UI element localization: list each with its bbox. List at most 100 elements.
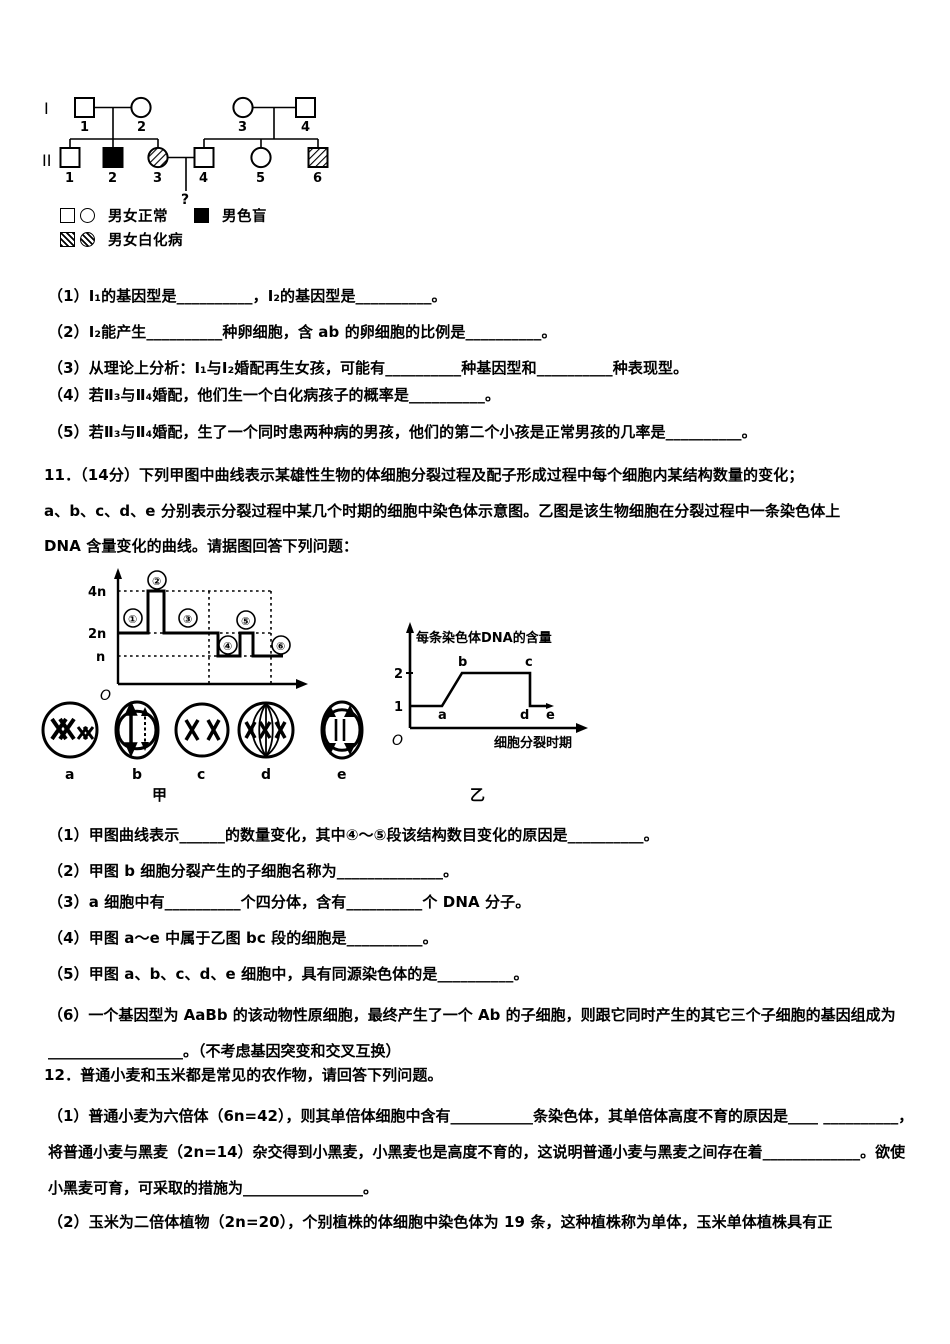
chart-yi-xlabel: 细胞分裂时期 [494, 735, 572, 750]
pedigree-svg: I II 1 2 1 2 3 [42, 96, 329, 208]
chart-jia-ytick-n: n [96, 650, 105, 665]
pedigree-label-I-2: 2 [137, 120, 146, 135]
pedigree-legend: 男女正常 男色盲 男女白化病 [60, 203, 390, 251]
generation-label-I: I [44, 99, 49, 118]
x-axis-arrow [576, 723, 588, 733]
q10-item-3: （3）从理论上分析：Ⅰ₁与Ⅰ₂婚配再生女孩，可能有__________种基因型和… [48, 359, 689, 377]
q10-item-1: （1）Ⅰ₁的基因型是__________，Ⅰ₂的基因型是__________。 [48, 287, 447, 305]
pedigree-node-II-6 [307, 147, 329, 168]
chart-jia: O n 2n 4n ① ② ③ [78, 566, 378, 706]
segment-marker-5-label: ⑤ [241, 615, 250, 628]
pedigree-node-I-1 [74, 97, 95, 118]
cell-label-b: b [132, 767, 142, 783]
pedigree-label-II-2: 2 [108, 171, 117, 186]
generation-label-II: II [42, 151, 51, 170]
pedigree-node-II-5 [250, 146, 272, 169]
cell-c: c [174, 702, 230, 783]
pedigree-offspring-question-mark: ? [181, 192, 189, 208]
chart-yi-point-b: b [458, 655, 467, 670]
pedigree-label-II-5: 5 [256, 171, 265, 186]
pedigree-node-I-3 [232, 96, 254, 119]
chart-yi-ylabel: 每条染色体DNA的含量 [416, 630, 552, 646]
q10-item-2: （2）Ⅰ₂能产生__________种卵细胞，含 ab 的卵细胞的比例是____… [48, 323, 557, 341]
segment-marker-6-label: ⑥ [276, 640, 285, 653]
cell-label-c: c [197, 767, 205, 783]
circle-open-icon [80, 207, 95, 223]
legend-label-colorblind: 男色盲 [222, 208, 267, 225]
q12-stem: 12．普通小麦和玉米都是常见的农作物，请回答下列问题。 [44, 1066, 443, 1084]
chart-yi-point-c: c [525, 655, 533, 670]
pedigree-node-I-4 [295, 97, 316, 118]
q11-item-6: （6）一个基因型为 AaBb 的该动物性原细胞，最终产生了一个 Ab 的子细胞，… [48, 1006, 896, 1060]
square-hatched-icon [60, 231, 75, 247]
segment-marker-4-label: ④ [223, 640, 232, 653]
chart-jia-step-curve [118, 589, 283, 658]
pedigree-label-I-3: 3 [238, 120, 247, 135]
q11-item-5: （5）甲图 a、b、c、d、e 细胞中，具有同源染色体的是__________。 [48, 965, 529, 983]
pedigree-label-II-4: 4 [199, 171, 208, 186]
chart-yi-svg: O 每条染色体DNA的含量 细胞分裂时期 2 1 a b c d e [392, 622, 588, 751]
q10-item-5: （5）若Ⅱ₃与Ⅱ₄婚配，生了一个同时患两种病的男孩，他们的第二个小孩是正常男孩的… [48, 423, 757, 441]
q11-item-4: （4）甲图 a～e 中属于乙图 bc 段的细胞是__________。 [48, 929, 438, 947]
q11-stem-line-2: a、b、c、d、e 分别表示分裂过程中某几个时期的细胞中染色体示意图。乙图是该生… [44, 502, 841, 520]
y-axis-arrow [114, 568, 122, 579]
q11-item-1: （1）甲图曲线表示______的数量变化，其中④～⑤段该结构数目变化的原因是__… [48, 826, 659, 844]
legend-row-albinism: 男女白化病 [60, 227, 390, 251]
chart-yi-ytick-2: 2 [394, 667, 403, 682]
chart-yi-ytick-1: 1 [394, 700, 403, 715]
y-axis-arrow [406, 622, 414, 633]
chart-yi-point-d: d [520, 708, 529, 723]
pedigree-label-II-3: 3 [153, 171, 162, 186]
pedigree-node-II-1 [59, 147, 81, 168]
segment-marker-6: ⑥ [271, 635, 291, 655]
cell-label-e: e [337, 767, 347, 783]
cell-d: d [237, 701, 295, 783]
chart-jia-ytick-4n: 4n [88, 585, 106, 600]
cell-label-a: a [65, 767, 74, 783]
chart-yi-point-a: a [438, 708, 447, 723]
cell-label-d: d [261, 767, 271, 783]
segment-marker-1: ① [123, 608, 143, 628]
q11-item-3: （3）a 细胞中有__________个四分体，含有__________个 DN… [48, 893, 531, 911]
cell-a: a [41, 701, 99, 783]
chart-yi: O 每条染色体DNA的含量 细胞分裂时期 2 1 a b c d e [382, 620, 652, 751]
cell-diagrams-svg: a b [41, 700, 364, 783]
segment-marker-5: ⑤ [236, 610, 256, 630]
chart-yi-point-e: e [546, 708, 555, 723]
chart-yi-curve [410, 671, 550, 708]
pedigree-figure: I II 1 2 1 2 3 [40, 88, 380, 258]
pedigree-node-II-3 [147, 146, 169, 169]
segment-marker-3-label: ③ [183, 613, 192, 626]
legend-label-normal: 男女正常 [108, 208, 168, 225]
figure-label-jia: 甲 [152, 786, 168, 804]
q12-item-2: （2）玉米为二倍体植物（2n=20），个别植株的体细胞中染色体为 19 条，这种… [48, 1213, 833, 1231]
q12-item-1: （1）普通小麦为六倍体（6n=42），则其单倍体细胞中含有___________… [48, 1107, 914, 1197]
cell-b: b [114, 700, 160, 783]
legend-row-normal: 男女正常 男色盲 [60, 203, 390, 227]
q11-item-2: （2）甲图 b 细胞分裂产生的子细胞名称为______________。 [48, 862, 459, 880]
segment-marker-2: ② [147, 570, 167, 590]
pedigree-node-II-4 [193, 147, 215, 168]
segment-marker-3: ③ [178, 608, 198, 628]
figure-label-yi: 乙 [470, 786, 486, 804]
chart-jia-origin: O [100, 688, 111, 704]
pedigree-label-I-1: 1 [80, 120, 89, 135]
legend-label-albinism: 男女白化病 [108, 232, 183, 249]
chart-jia-svg: O n 2n 4n ① ② ③ [88, 568, 308, 704]
x-axis-arrow [296, 679, 308, 689]
cell-diagrams: a b [38, 697, 368, 792]
pedigree-label-I-4: 4 [301, 120, 310, 135]
segment-marker-4: ④ [218, 635, 238, 655]
q10-item-4: （4）若Ⅱ₃与Ⅱ₄婚配，他们生一个白化病孩子的概率是__________。 [48, 386, 501, 404]
chart-yi-curve-arrow [546, 703, 554, 709]
pedigree-label-II-1: 1 [65, 171, 74, 186]
segment-marker-1-label: ① [128, 613, 137, 626]
square-solid-icon [194, 207, 209, 223]
q11-stem-line-3: DNA 含量变化的曲线。请据图回答下列问题： [44, 537, 359, 555]
pedigree-label-II-6: 6 [313, 171, 322, 186]
segment-marker-2-label: ② [152, 575, 161, 588]
pedigree-node-II-2 [102, 147, 124, 168]
cell-e: e [320, 700, 364, 783]
chart-jia-ytick-2n: 2n [88, 627, 106, 642]
